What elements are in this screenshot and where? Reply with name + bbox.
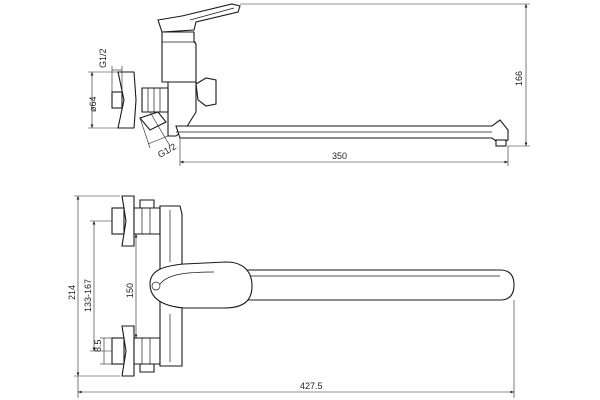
cartridge-body (161, 31, 197, 83)
height-label: 166 (514, 71, 524, 86)
bottom-union-nut (139, 363, 155, 373)
eccentric-connector (141, 87, 169, 113)
top-eccentric (133, 207, 161, 235)
front-view: 214 133-167 150 8.5 427.5 (67, 195, 515, 398)
handle-front (149, 261, 253, 309)
pipe-stub (139, 111, 167, 131)
inner-height-label: 150 (125, 283, 135, 298)
top-cover-flange (121, 195, 135, 247)
handle-lever (157, 3, 241, 33)
bottom-eccentric (133, 337, 161, 365)
side-view: G1/2 ø64 G1/2 350 166 (88, 3, 530, 166)
cover-flange (117, 71, 137, 129)
nut-label: 8.5 (93, 339, 103, 352)
top-union-nut (139, 199, 155, 209)
flange-diameter-label: ø64 (88, 96, 98, 112)
diverter-knob (195, 77, 217, 107)
spout-front (167, 269, 515, 301)
overall-length-label: 427.5 (300, 381, 323, 391)
thread-bottom-label: G1/2 (156, 141, 178, 159)
bottom-cover-flange (121, 325, 135, 377)
thread-top-label: G1/2 (98, 48, 108, 68)
overall-height-label: 214 (67, 285, 77, 300)
spout-length-label: 350 (332, 151, 347, 161)
center-range-label: 133-167 (83, 279, 93, 312)
